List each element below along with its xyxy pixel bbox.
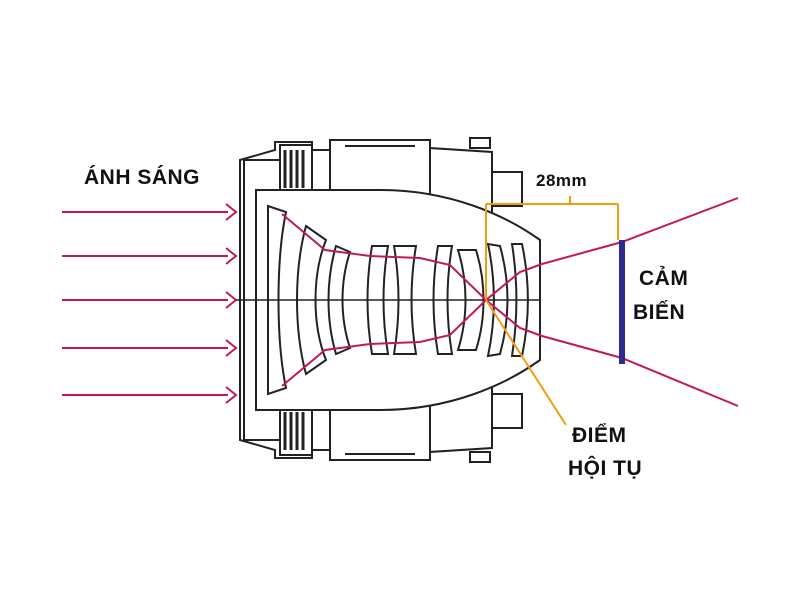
arrow-head <box>225 203 238 221</box>
ray-path <box>281 197 739 407</box>
upper-ray <box>281 213 739 407</box>
focal-point-label-line2: HỘI TỤ <box>568 457 643 480</box>
zoom-grip <box>345 139 415 461</box>
distance-dimension <box>485 196 619 426</box>
arrow-head <box>225 386 238 404</box>
distance-label: 28mm <box>536 171 588 190</box>
light-label: ÁNH SÁNG <box>84 166 201 189</box>
rear-mount-bottom <box>491 393 523 429</box>
arrow-head <box>225 247 238 265</box>
focal-point-leader <box>485 299 567 426</box>
lower-ray <box>281 197 739 387</box>
rear-mount-flange-bottom <box>469 451 491 463</box>
incoming-light-arrows <box>62 211 228 396</box>
rear-mount-flange-top <box>469 137 491 149</box>
sensor-label-line1: CẢM <box>639 267 689 290</box>
arrow-head <box>225 339 238 357</box>
rear-mount-top <box>491 171 523 207</box>
arrow-heads <box>225 203 238 404</box>
focus-knurl <box>283 150 305 450</box>
sensor-label-line2: BIẾN <box>633 301 686 324</box>
focal-point-label-line1: ĐIỂM <box>572 424 627 447</box>
